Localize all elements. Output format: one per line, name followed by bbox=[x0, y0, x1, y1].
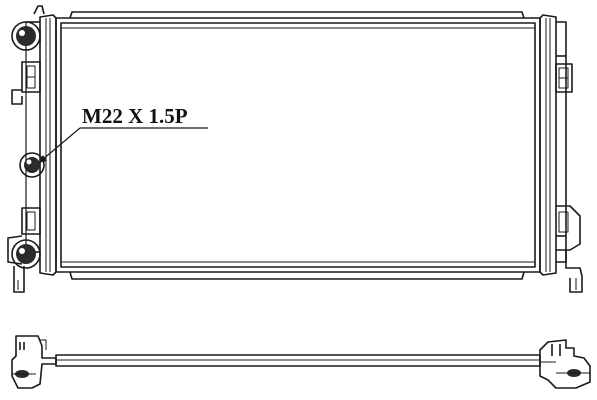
right-tank bbox=[539, 14, 567, 276]
upper-hose-port bbox=[11, 21, 41, 51]
radiator-core bbox=[55, 11, 541, 280]
drain-plug-fitting bbox=[19, 152, 45, 178]
lower-hose-port bbox=[11, 239, 41, 269]
left-tank bbox=[25, 5, 57, 276]
radiator-front-view bbox=[7, 5, 583, 293]
radiator-bottom-view bbox=[11, 335, 591, 389]
right-upper-bracket bbox=[555, 63, 573, 93]
left-upper-bracket bbox=[11, 61, 41, 105]
thread-callout bbox=[38, 127, 208, 163]
right-lower-bracket bbox=[556, 205, 583, 293]
bottom-right-tank bbox=[539, 339, 591, 389]
thread-size-label: M22 X 1.5P bbox=[82, 104, 188, 128]
left-lower-bracket bbox=[7, 207, 41, 293]
bottom-left-tank bbox=[11, 335, 57, 389]
